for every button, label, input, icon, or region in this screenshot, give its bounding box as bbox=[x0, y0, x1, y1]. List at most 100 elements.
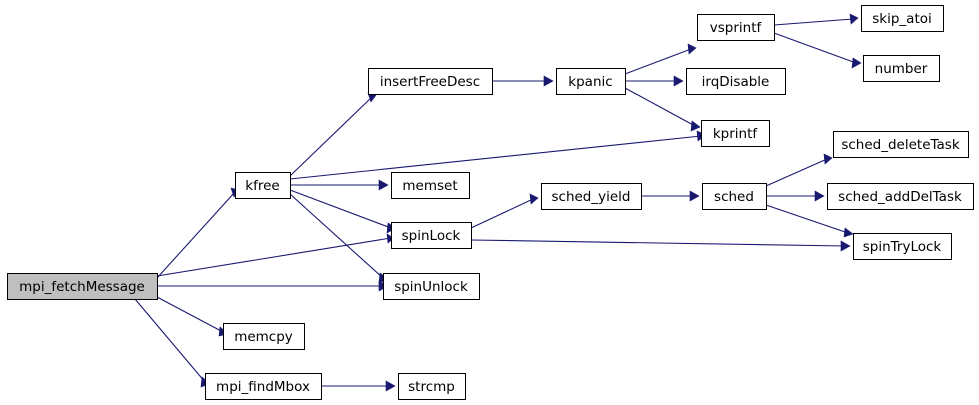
edge-mpi_fetchMessage-to-mpi_findMbox bbox=[134, 298, 211, 388]
edge-kfree-to-spinLock bbox=[289, 189, 397, 234]
node-memset[interactable]: memset bbox=[391, 172, 470, 199]
node-label-skip_atoi: skip_atoi bbox=[872, 11, 932, 27]
edge-insertFreeDesc-to-kpanic bbox=[492, 75, 554, 87]
node-sched_addDelTask[interactable]: sched_addDelTask bbox=[827, 183, 974, 210]
edge-line bbox=[289, 135, 702, 180]
arrowhead-icon bbox=[690, 120, 701, 132]
node-label-sched: sched bbox=[714, 189, 754, 205]
arrowhead-icon bbox=[529, 193, 539, 205]
node-sched[interactable]: sched bbox=[702, 183, 767, 210]
node-box-number[interactable] bbox=[863, 55, 940, 82]
arrowhead-icon bbox=[687, 43, 697, 55]
node-label-strcmp: strcmp bbox=[408, 379, 455, 395]
node-box-insertFreeDesc[interactable] bbox=[368, 68, 493, 95]
node-box-sched_deleteTask[interactable] bbox=[833, 131, 969, 158]
edge-line bbox=[289, 96, 373, 177]
arrowhead-icon bbox=[689, 190, 700, 202]
node-label-spinTryLock: spinTryLock bbox=[863, 239, 942, 255]
edge-line bbox=[624, 87, 696, 127]
edge-mpi_fetchMessage-to-spinUnlock bbox=[157, 280, 389, 292]
arrowhead-icon bbox=[543, 75, 554, 87]
node-box-spinLock[interactable] bbox=[391, 222, 472, 249]
edge-line bbox=[773, 32, 857, 64]
edge-kpanic-to-kprintf bbox=[624, 87, 701, 132]
node-strcmp[interactable]: strcmp bbox=[398, 373, 466, 400]
edge-line bbox=[289, 189, 392, 229]
node-label-kpanic: kpanic bbox=[568, 74, 612, 90]
node-skip_atoi[interactable]: skip_atoi bbox=[861, 5, 944, 32]
edge-sched-to-sched_addDelTask bbox=[766, 190, 825, 202]
node-label-sched_yield: sched_yield bbox=[551, 189, 630, 205]
node-kpanic[interactable]: kpanic bbox=[556, 68, 626, 95]
edge-spinLock-to-spinTryLock bbox=[470, 239, 851, 252]
node-spinLock[interactable]: spinLock bbox=[391, 222, 472, 249]
node-box-sched_yield[interactable] bbox=[541, 183, 642, 210]
node-label-mpi_fetchMessage: mpi_fetchMessage bbox=[19, 279, 145, 295]
node-mpi_fetchMessage[interactable]: mpi_fetchMessage bbox=[7, 273, 158, 300]
node-box-spinTryLock[interactable] bbox=[853, 233, 952, 260]
edge-line bbox=[156, 191, 236, 279]
node-box-sched[interactable] bbox=[702, 183, 767, 210]
edge-line bbox=[134, 298, 206, 383]
edge-mpi_findMbox-to-strcmp bbox=[321, 380, 396, 392]
arrowhead-icon bbox=[673, 75, 684, 87]
node-irqDisable[interactable]: irqDisable bbox=[686, 68, 786, 95]
edge-kfree-to-insertFreeDesc bbox=[289, 92, 377, 177]
node-box-sched_addDelTask[interactable] bbox=[827, 183, 974, 210]
node-label-vsprintf: vsprintf bbox=[710, 20, 763, 36]
edge-kpanic-to-irqDisable bbox=[625, 75, 684, 87]
node-spinTryLock[interactable]: spinTryLock bbox=[853, 233, 952, 260]
arrowhead-icon bbox=[385, 380, 396, 392]
edge-kfree-to-kprintf bbox=[289, 130, 707, 180]
edge-mpi_fetchMessage-to-memcpy bbox=[156, 296, 229, 337]
edge-kfree-to-spinUnlock bbox=[289, 193, 389, 284]
edge-sched-to-spinTryLock bbox=[765, 204, 854, 238]
node-box-kprintf[interactable] bbox=[701, 120, 770, 147]
node-label-spinLock: spinLock bbox=[402, 228, 461, 244]
edge-line bbox=[156, 296, 224, 333]
node-mpi_findMbox[interactable]: mpi_findMbox bbox=[205, 373, 322, 400]
edge-vsprintf-to-number bbox=[773, 32, 862, 69]
node-label-spinUnlock: spinUnlock bbox=[394, 279, 468, 295]
node-label-kprintf: kprintf bbox=[713, 126, 759, 142]
node-number[interactable]: number bbox=[863, 55, 940, 82]
node-spinUnlock[interactable]: spinUnlock bbox=[383, 273, 480, 300]
node-box-skip_atoi[interactable] bbox=[861, 5, 944, 32]
node-label-memcpy: memcpy bbox=[234, 329, 293, 345]
arrowhead-icon bbox=[814, 190, 825, 202]
node-sched_yield[interactable]: sched_yield bbox=[541, 183, 642, 210]
arrowhead-icon bbox=[840, 240, 851, 252]
node-kfree[interactable]: kfree bbox=[235, 172, 291, 199]
edge-kpanic-to-vsprintf bbox=[624, 43, 697, 75]
node-label-mpi_findMbox: mpi_findMbox bbox=[216, 379, 310, 395]
edge-line bbox=[765, 204, 849, 234]
nodes-layer: mpi_fetchMessage kfree insertFreeDesc kpani… bbox=[7, 5, 974, 400]
node-box-memcpy[interactable] bbox=[223, 323, 305, 350]
node-box-irqDisable[interactable] bbox=[686, 68, 786, 95]
edge-line bbox=[156, 237, 392, 277]
node-kprintf[interactable]: kprintf bbox=[701, 120, 770, 147]
node-box-mpi_findMbox[interactable] bbox=[205, 373, 322, 400]
node-memcpy[interactable]: memcpy bbox=[223, 323, 305, 350]
node-box-strcmp[interactable] bbox=[398, 373, 466, 400]
node-box-kfree[interactable] bbox=[235, 172, 291, 199]
node-insertFreeDesc[interactable]: insertFreeDesc bbox=[368, 68, 493, 95]
edge-line bbox=[765, 158, 828, 187]
node-box-memset[interactable] bbox=[391, 172, 470, 199]
node-box-kpanic[interactable] bbox=[556, 68, 626, 95]
arrowhead-icon bbox=[851, 57, 862, 69]
node-box-mpi_fetchMessage[interactable] bbox=[7, 273, 158, 300]
edge-kfree-to-memset bbox=[290, 179, 389, 191]
arrowhead-icon bbox=[849, 13, 859, 25]
node-vsprintf[interactable]: vsprintf bbox=[697, 14, 775, 41]
edge-vsprintf-to-skip_atoi bbox=[773, 13, 859, 26]
edge-line bbox=[289, 193, 384, 279]
node-label-number: number bbox=[875, 61, 928, 77]
node-box-vsprintf[interactable] bbox=[697, 14, 775, 41]
edge-spinLock-to-sched_yield bbox=[470, 193, 539, 229]
arrowhead-icon bbox=[823, 153, 833, 165]
node-sched_deleteTask[interactable]: sched_deleteTask bbox=[833, 131, 969, 158]
node-box-spinUnlock[interactable] bbox=[383, 273, 480, 300]
